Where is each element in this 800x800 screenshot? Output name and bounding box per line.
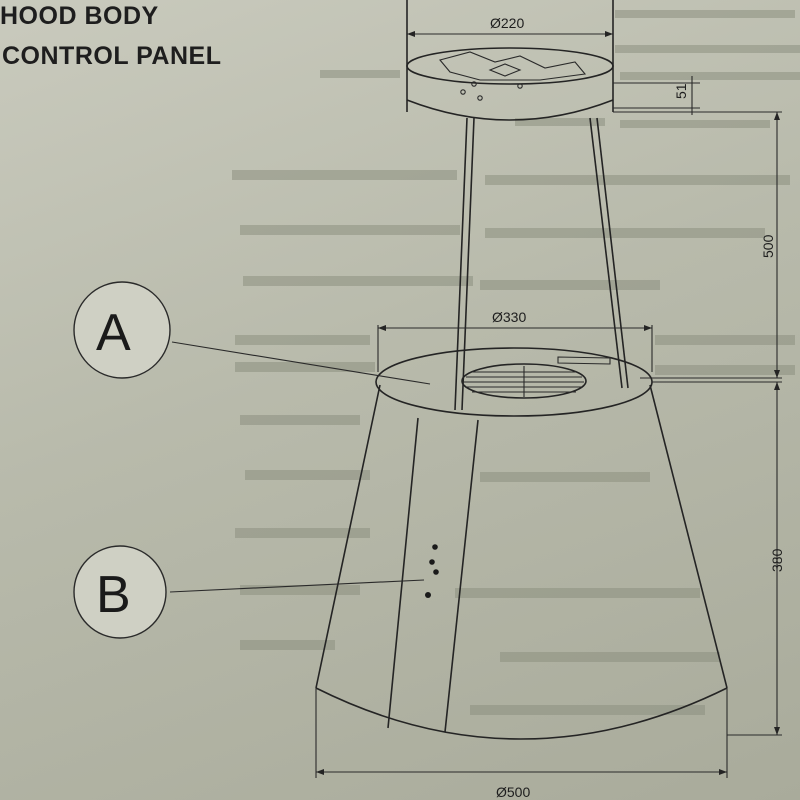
callout-a-label: A — [96, 304, 131, 362]
suspension-rods — [454, 117, 629, 411]
dimension-suspension-height: 500 — [613, 111, 782, 379]
legend-control-panel: CONTROL PANEL — [2, 42, 222, 70]
dimension-top-diameter: Ø220 — [407, 15, 613, 37]
dimension-upper-diameter: Ø330 — [377, 309, 653, 372]
dimension-collar-height: 51 — [613, 76, 700, 115]
callout-a: A — [73, 281, 431, 385]
dim-label-body-height: 380 — [769, 548, 785, 572]
grease-filter-grille — [461, 363, 587, 399]
control-buttons — [425, 544, 439, 598]
dimension-base-diameter: Ø500 — [315, 688, 728, 800]
ceiling-mount — [406, 0, 614, 121]
dim-label-suspension-height: 500 — [760, 234, 776, 258]
bleed-through-text — [232, 10, 800, 715]
dim-label-base-diameter: Ø500 — [496, 784, 530, 800]
dim-label-upper-diameter: Ø330 — [492, 309, 526, 325]
legend-hood-body: HOOD BODY — [0, 2, 159, 30]
dimension-body-height: 380 — [652, 381, 785, 736]
hood-body — [315, 347, 728, 740]
dim-label-top-diameter: Ø220 — [490, 15, 524, 31]
control-strip — [387, 417, 479, 733]
callout-b-label: B — [96, 566, 131, 624]
dim-label-collar-height: 51 — [673, 83, 689, 99]
callout-b: B — [73, 545, 425, 639]
